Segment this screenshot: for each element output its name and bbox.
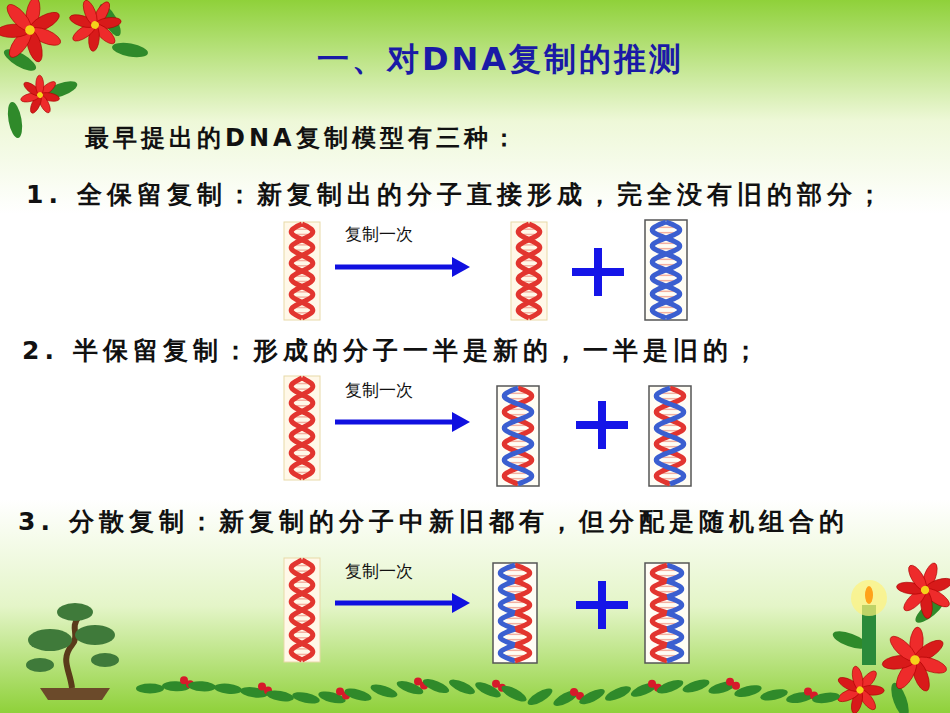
leaf (447, 677, 477, 698)
candle-flame (865, 586, 873, 604)
leaf (395, 678, 425, 697)
leaf (473, 679, 503, 700)
leaf (421, 676, 451, 696)
poinsettia (0, 0, 69, 68)
leaf (5, 101, 24, 139)
dna-helix (649, 386, 691, 486)
leaf (136, 684, 164, 694)
arrow-line (335, 601, 456, 606)
arrow-label: 复制一次 (345, 224, 413, 244)
dna-helix (284, 222, 320, 320)
model-description: 2. 半保留复制：形成的分子一半是新的，一半是旧的； (22, 336, 763, 366)
slide-title: 一、对DNA复制的推测 (317, 40, 684, 78)
leaf (655, 677, 685, 696)
leaf (499, 683, 528, 705)
dna-helix (497, 386, 539, 486)
plus-sign (576, 401, 628, 449)
leaf (111, 40, 149, 59)
dna-helix (284, 558, 320, 662)
model-description: 3. 分散复制：新复制的分子中新旧都有，但分配是随机组合的 (18, 507, 849, 537)
candle-glow (851, 580, 887, 616)
arrow-line (335, 420, 456, 425)
leaf (577, 686, 607, 707)
model-description: 1. 全保留复制：新复制出的分子直接形成，完全没有旧的部分； (26, 180, 887, 210)
leaf (291, 690, 320, 706)
leaf (759, 687, 788, 703)
arrow-head (452, 257, 470, 277)
arrow-head (452, 593, 470, 613)
leaf (214, 682, 243, 695)
dna-illustration (284, 220, 691, 663)
arrow-label: 复制一次 (345, 561, 413, 581)
leaf (681, 677, 711, 695)
garland (136, 676, 841, 709)
arrow-label: 复制一次 (345, 380, 413, 400)
plus-sign (572, 248, 624, 296)
poinsettia (59, 0, 132, 61)
arrow-head (452, 412, 470, 432)
leaf (603, 683, 633, 704)
leaf (525, 685, 554, 708)
leaf (265, 689, 294, 704)
leaf (188, 680, 217, 692)
poinsettia (888, 553, 950, 626)
poinsettia (879, 624, 950, 695)
plus-sign (576, 581, 628, 629)
bonsai (26, 603, 119, 700)
leaf (629, 680, 659, 700)
leaf (733, 683, 763, 699)
leaf (551, 687, 580, 709)
leaf (369, 682, 399, 700)
dna-helix (284, 376, 320, 480)
dna-helix (511, 222, 547, 320)
leaf (343, 686, 373, 703)
dna-helix (645, 220, 687, 320)
arrow-line (335, 265, 456, 270)
poinsettia (826, 656, 895, 713)
subtitle: 最早提出的DNA复制模型有三种： (85, 124, 520, 153)
dna-helix (493, 563, 537, 663)
dna-helix (645, 563, 689, 663)
leaf (811, 691, 840, 705)
poinsettia (12, 67, 68, 123)
